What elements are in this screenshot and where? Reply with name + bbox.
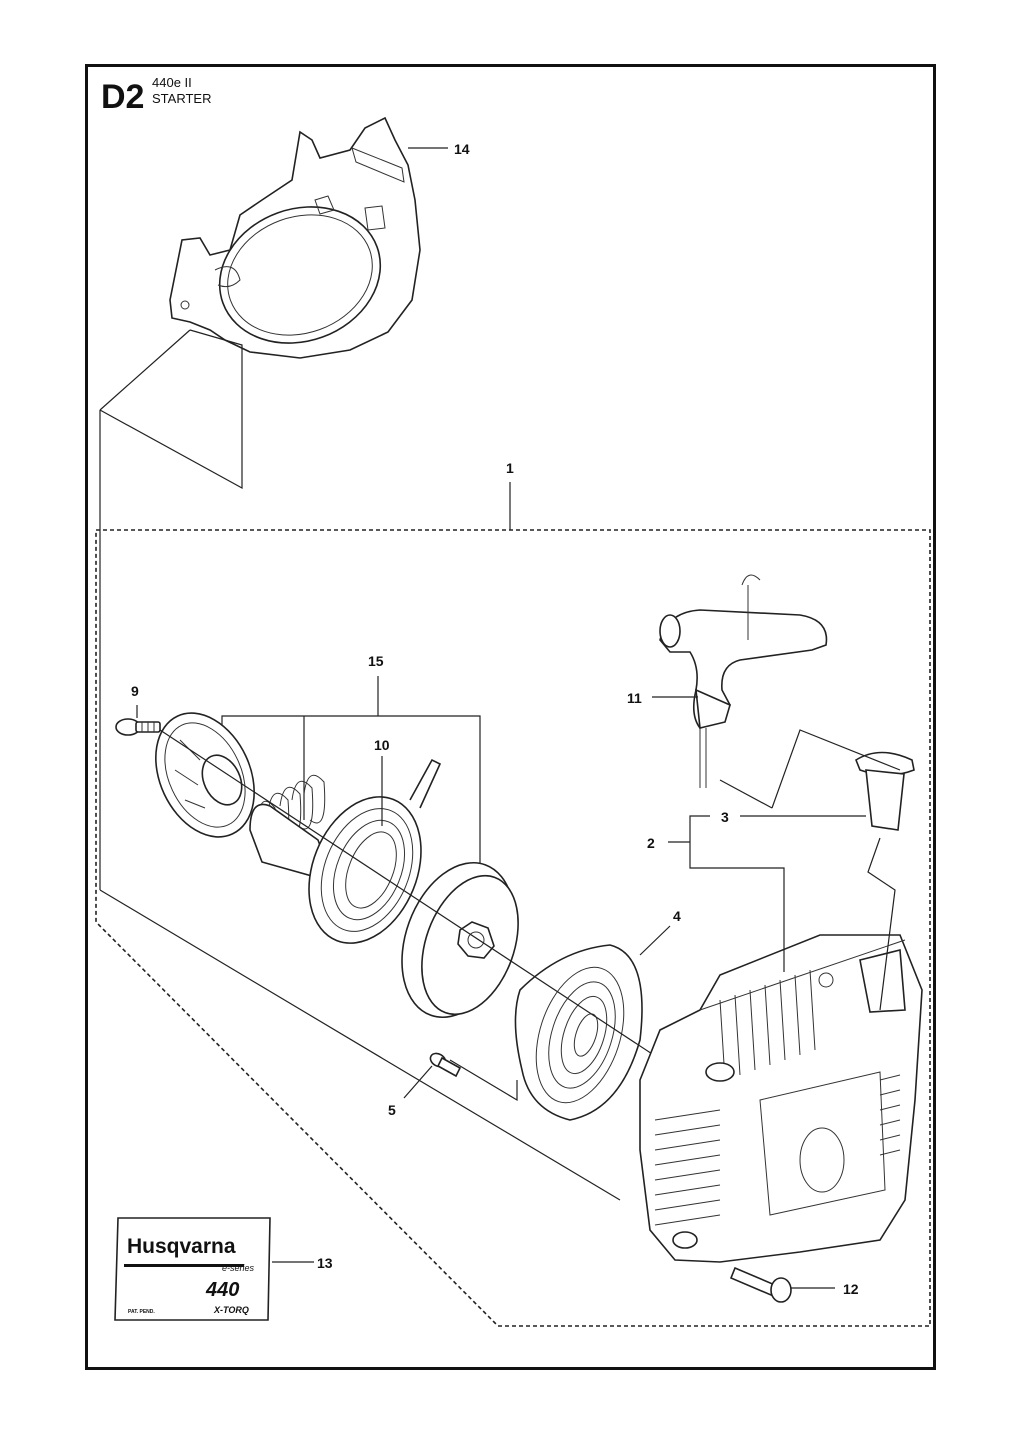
projection-lines-housing <box>99 329 243 890</box>
callout-3: 3 <box>721 809 729 825</box>
part-12-screw <box>729 1266 792 1303</box>
leader-4 <box>639 925 671 956</box>
callout-2: 2 <box>647 835 655 851</box>
callout-15: 15 <box>368 653 384 669</box>
leader-5 <box>403 1065 433 1099</box>
projection-line-5 <box>449 1059 518 1102</box>
projection-lines-3 <box>719 729 901 1011</box>
part-15-rope-pulley <box>401 861 519 1019</box>
part-11-starter-handle <box>659 574 828 788</box>
leader-2 <box>668 815 785 972</box>
part-14-fan-housing <box>169 116 421 359</box>
decal-tech: X-TORQ <box>213 1305 249 1315</box>
decal-brand: Husqvarna <box>127 1235 236 1258</box>
part-5-screw <box>429 1052 462 1078</box>
part-13-decal: Husqvarna e-series 440 PAT. PEND. X-TORQ <box>114 1217 271 1321</box>
diagram-frame <box>85 64 936 1370</box>
callout-4: 4 <box>673 908 681 924</box>
part-2-starter-cover <box>639 934 923 1263</box>
section-code: D2 <box>101 78 145 116</box>
callout-13: 13 <box>317 1255 333 1271</box>
part-9-screw <box>115 718 161 736</box>
model-name: 440e II <box>152 75 192 90</box>
decal-pat: PAT. PEND. <box>128 1309 155 1315</box>
callout-9: 9 <box>131 683 139 699</box>
callout-5: 5 <box>388 1102 396 1118</box>
part-10-recoil-spring <box>308 758 442 944</box>
part-4-spring-cassette <box>514 944 643 1121</box>
callout-10: 10 <box>374 737 390 753</box>
diagram-title: STARTER <box>152 91 212 106</box>
callout-14: 14 <box>454 141 470 157</box>
callout-11: 11 <box>627 690 642 706</box>
assembly-boundary <box>95 529 931 1327</box>
callout-12: 12 <box>843 1281 859 1297</box>
callout-1: 1 <box>506 460 514 476</box>
decal-model: 440 <box>205 1279 239 1301</box>
decal-series: e-series <box>222 1263 255 1273</box>
